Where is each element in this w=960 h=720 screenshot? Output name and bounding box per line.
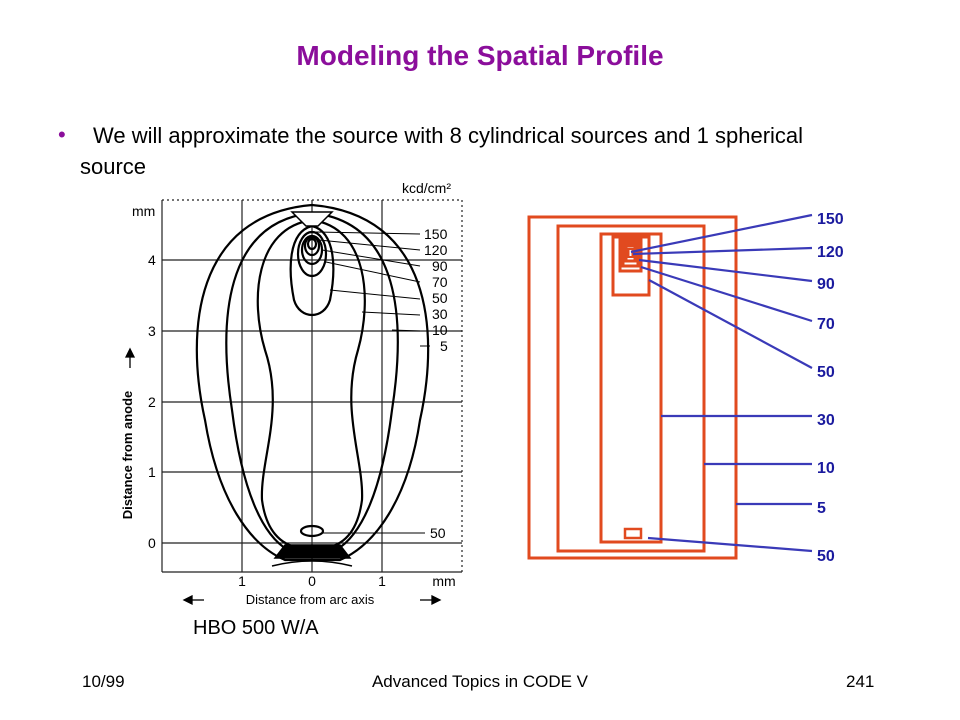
- footer-course: Advanced Topics in CODE V: [371, 672, 589, 691]
- contour-label: 120: [424, 242, 448, 258]
- model-label: 90: [817, 276, 835, 293]
- y-axis-label: Distance from anode: [120, 391, 135, 520]
- cylinder-5: [527, 215, 738, 560]
- x-tick: 1: [238, 573, 246, 589]
- y-tick: 2: [148, 394, 156, 410]
- contour-label: 5: [440, 338, 448, 354]
- contour-5: [195, 203, 430, 562]
- sphere-50: [623, 527, 643, 540]
- y-tick: 4: [148, 252, 156, 268]
- model-label: 50: [817, 364, 835, 381]
- y-axis-arrow-icon: [124, 347, 136, 368]
- electrodes: [271, 211, 353, 567]
- leader-lines: [315, 231, 430, 534]
- lamp-name: HBO 500 W/A: [193, 617, 319, 639]
- x-axis-arrow-right-icon: [420, 594, 442, 606]
- x-tick: 0: [308, 573, 316, 589]
- bullet-line-2: source: [80, 154, 147, 179]
- model-labels: 150 120 90 70 50 30 10 5 50: [817, 211, 844, 565]
- contour-120: [303, 235, 321, 257]
- cylinder-150: [627, 248, 634, 258]
- model-label: 10: [817, 460, 835, 477]
- anode-tip: [290, 211, 334, 227]
- model-label: 5: [817, 500, 826, 517]
- model-label: 70: [817, 316, 835, 333]
- y-tick: 3: [148, 323, 156, 339]
- contour-150: [306, 237, 318, 251]
- model-leader-lines: [630, 213, 813, 553]
- contour-bottom-50: [299, 524, 325, 538]
- x-tick: 1: [378, 573, 386, 589]
- contour-label-bottom: 50: [430, 525, 446, 541]
- footer-date: 10/99: [82, 672, 125, 691]
- top-unit-label: kcd/cm²: [402, 180, 451, 196]
- footer-page-number: 241: [846, 672, 875, 691]
- source-model: [527, 215, 738, 560]
- cathode-tip: [273, 544, 352, 559]
- cylinder-50: [611, 235, 651, 297]
- contour-label-stack: 150 120 90 70 50 30 10 5 50: [424, 226, 448, 541]
- bullet-icon: •: [58, 122, 66, 147]
- y-axis-ticks: mm 4 3 2 1 0: [132, 203, 156, 551]
- y-tick: 1: [148, 464, 156, 480]
- cylinder-10: [556, 224, 706, 553]
- x-axis-label: Distance from arc axis: [246, 592, 375, 607]
- model-label: 120: [817, 244, 844, 261]
- x-axis-ticks: 1 0 1 mm: [238, 573, 456, 589]
- contour-70: [296, 230, 328, 278]
- contour-30: [256, 218, 366, 550]
- contour-50: [289, 224, 335, 316]
- slide-title: Modeling the Spatial Profile: [296, 40, 664, 71]
- contour-label: 30: [432, 306, 448, 322]
- x-axis-arrow-left-icon: [182, 594, 204, 606]
- contour-label: 50: [432, 290, 448, 306]
- model-label: 50: [817, 548, 835, 565]
- model-label: 150: [817, 211, 844, 228]
- cylinder-30: [599, 232, 663, 544]
- cathode-base: [271, 560, 353, 567]
- y-tick: 0: [148, 535, 156, 551]
- contour-label: 70: [432, 274, 448, 290]
- bullet-line-1: We will approximate the source with 8 cy…: [93, 123, 804, 148]
- contour-label: 10: [432, 322, 448, 338]
- y-unit: mm: [132, 203, 155, 219]
- cylinder-70: [618, 238, 643, 273]
- x-unit: mm: [432, 573, 455, 589]
- bullet-text: We will approximate the source with 8 cy…: [80, 120, 913, 182]
- model-label: 30: [817, 412, 835, 429]
- contour-label: 150: [424, 226, 448, 242]
- contour-label: 90: [432, 258, 448, 274]
